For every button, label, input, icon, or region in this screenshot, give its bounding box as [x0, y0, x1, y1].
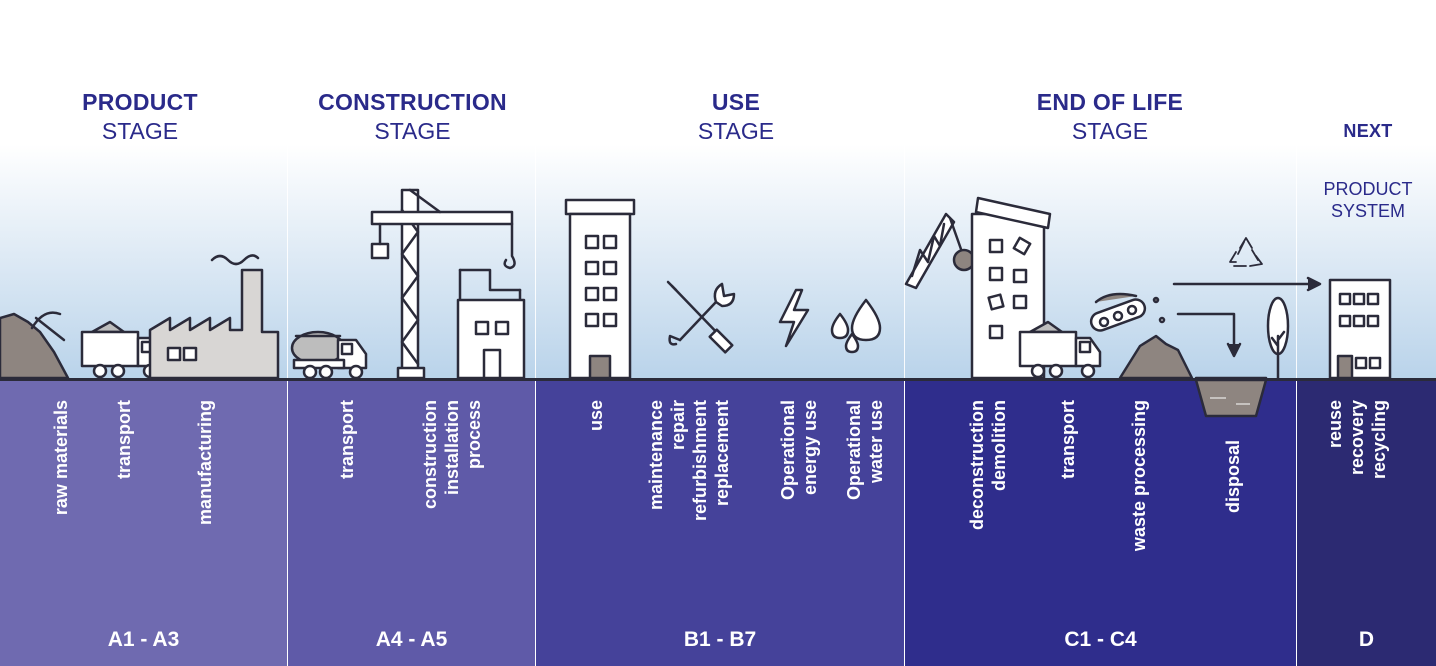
- stage-code: C1 - C4: [1064, 628, 1137, 651]
- stage-subtitle: PRODUCT SYSTEM: [1323, 179, 1413, 221]
- stage-header-construction: CONSTRUCTION STAGE: [290, 88, 535, 146]
- stage-divider: [535, 80, 536, 380]
- item-label: maintenance repair refurbishment replace…: [646, 400, 732, 522]
- tools-icon: [666, 280, 736, 354]
- stage-divider: [1296, 80, 1297, 380]
- stage-code: A4 - A5: [375, 628, 448, 651]
- stage-header-next: NEXT PRODUCT SYSTEM: [1300, 84, 1436, 258]
- stage-title: CONSTRUCTION: [318, 89, 507, 115]
- stage-title: NEXT: [1343, 121, 1393, 141]
- arrow-icon: [1172, 276, 1322, 358]
- ground-line: [0, 378, 1436, 381]
- item-label: waste processing: [1129, 400, 1149, 552]
- item-label: construction installation process: [420, 400, 484, 510]
- recycle-icon: [1229, 237, 1263, 267]
- item-label: disposal: [1223, 440, 1243, 514]
- stage-code: D: [1358, 628, 1375, 651]
- stage-subtitle: STAGE: [697, 118, 775, 144]
- stage-title: USE: [711, 89, 761, 115]
- item-label: use: [586, 400, 606, 432]
- item-label: raw materials: [51, 400, 71, 516]
- factory-icon: [148, 254, 280, 380]
- item-label: deconstruction demolition: [967, 400, 1009, 531]
- item-label: transport: [114, 400, 134, 480]
- stage-divider: [904, 80, 905, 380]
- stage-code: A1 - A3: [107, 628, 180, 651]
- stage-panel-use: [536, 381, 904, 666]
- stage-title: PRODUCT: [82, 89, 198, 115]
- stage-panel-construction: [288, 381, 535, 666]
- item-label: transport: [337, 400, 357, 480]
- mixer-truck-icon: [290, 330, 368, 380]
- stage-header-end-of-life: END OF LIFE STAGE: [1000, 88, 1220, 146]
- sky-background: [0, 0, 1436, 380]
- stage-header-product: PRODUCT STAGE: [40, 88, 240, 146]
- illustrations: [0, 188, 1392, 416]
- stage-panel-next: [1297, 381, 1436, 666]
- crane-icon: [370, 188, 516, 380]
- stage-subtitle: STAGE: [1071, 118, 1149, 144]
- conveyor-icon: [1089, 292, 1166, 332]
- item-label: reuse recovery recycling: [1325, 400, 1389, 480]
- stage-code: B1 - B7: [683, 628, 757, 651]
- stage-panel-product: [0, 381, 287, 666]
- building-under-construction: [456, 268, 526, 380]
- stage-divider: [287, 80, 288, 380]
- item-label: Operational water use: [844, 400, 886, 501]
- stage-subtitle: STAGE: [101, 118, 179, 144]
- stage-panel-end-of-life: [905, 381, 1296, 666]
- pickaxe-icon: [30, 311, 66, 342]
- stage-title: END OF LIFE: [1036, 89, 1184, 115]
- water-drops-icon: [830, 298, 882, 354]
- stage-subtitle: STAGE: [374, 118, 451, 144]
- item-label: Operational energy use: [778, 400, 820, 501]
- lightning-icon: [778, 288, 810, 348]
- stage-header-use: USE STAGE: [636, 88, 836, 146]
- wrecking-ball-icon: [904, 212, 976, 290]
- item-label: transport: [1058, 400, 1078, 480]
- building-icon: [1328, 278, 1392, 380]
- truck-icon: [1018, 320, 1102, 379]
- item-label: manufacturing: [195, 400, 215, 526]
- tree-icon: [1266, 296, 1290, 380]
